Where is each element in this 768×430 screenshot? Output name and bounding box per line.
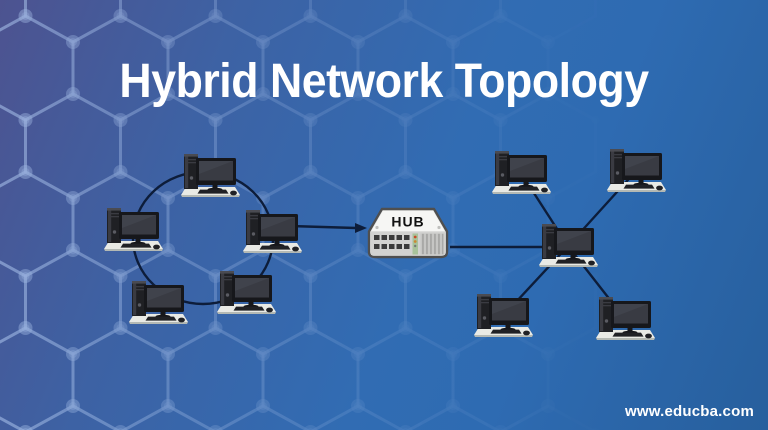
hub-led-icon	[413, 235, 417, 239]
hub-top-face	[371, 211, 445, 231]
hub-screw-icon	[375, 225, 379, 230]
hub-vents	[420, 233, 444, 255]
hub: HUB	[367, 207, 449, 259]
ring-computer-right	[243, 210, 302, 253]
star-computer-top-right	[607, 149, 666, 192]
watermark: www.educba.com	[625, 403, 754, 420]
arrowhead-icon	[355, 223, 367, 233]
ring-computer-bottom-left	[129, 281, 188, 324]
hub-led-icon	[413, 240, 417, 243]
hub-led-strip	[412, 233, 418, 255]
hub-ports	[374, 235, 410, 249]
hub-led-icon	[414, 244, 417, 248]
star-computer-top-left	[492, 151, 551, 194]
ring-to-hub-link	[289, 224, 357, 230]
ring-computer-top	[181, 154, 240, 197]
star-computer-bottom-right	[596, 297, 655, 340]
ring-computer-left	[104, 208, 163, 251]
star-computer-bottom-left	[474, 294, 533, 337]
ring-computer-bottom-right	[217, 271, 276, 314]
diagram-links-and-nodes	[104, 149, 666, 340]
page-title: Hybrid Network Topology	[119, 55, 649, 109]
star-computer-center	[539, 224, 598, 267]
hub-label: HUB	[391, 214, 424, 230]
hub-screw-icon	[437, 225, 441, 230]
